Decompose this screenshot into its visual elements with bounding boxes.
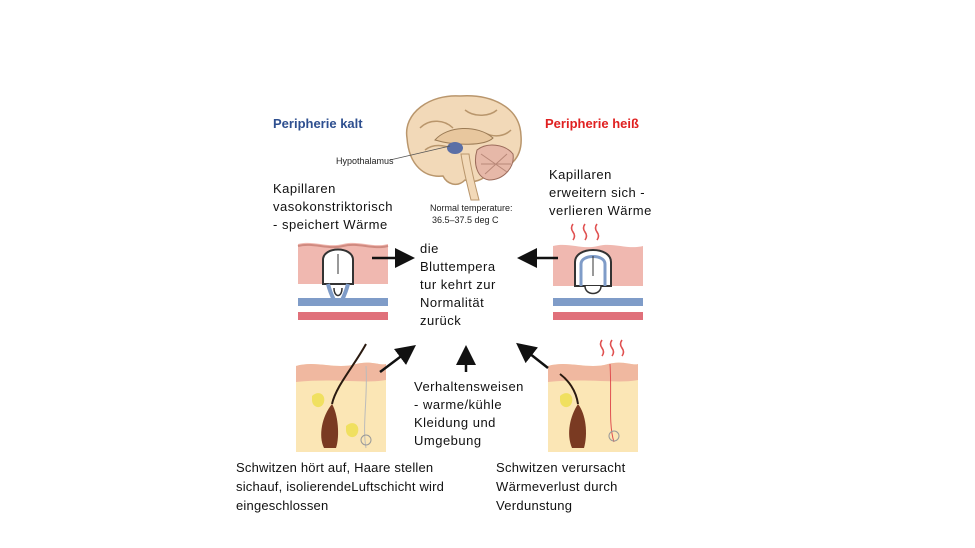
behaviour-text: Verhaltensweisen - warme/kühle Kleidung … [414, 379, 524, 448]
arrow-hot-skin-to-center [516, 342, 549, 369]
hot-sweat-text: Schwitzen verursacht Wärmeverlust durch … [496, 460, 626, 513]
normal-temperature-line2: 36.5–37.5 deg C [432, 215, 499, 225]
heading-peripherie-kalt: Peripherie kalt [273, 116, 363, 131]
hot-capillaries-text: Kapillaren erweitern sich - verlieren Wä… [549, 167, 652, 218]
cold-sweat-text: Schwitzen hört auf, Haare stellen sichau… [236, 460, 445, 513]
center-text-box: die Bluttempera tur kehrt zur Normalität… [416, 240, 518, 342]
cold-capillary-illustration [297, 242, 389, 320]
heading-peripherie-heiss: Peripherie heiß [545, 116, 639, 131]
normal-temperature-line1: Normal temperature: [430, 203, 513, 213]
cold-capillaries-text: Kapillaren vasokonstriktorisch - speiche… [273, 181, 394, 232]
arrow-cold-skin-to-center [379, 345, 416, 373]
hot-skin-sweat-illustration [548, 339, 638, 452]
hypothalamus-label: Hypothalamus [336, 156, 394, 166]
hot-capillary-illustration [553, 223, 643, 320]
hypothalamus-pointer [389, 145, 451, 161]
brain-illustration [405, 95, 522, 201]
cold-skin-hair-illustration [296, 343, 386, 452]
